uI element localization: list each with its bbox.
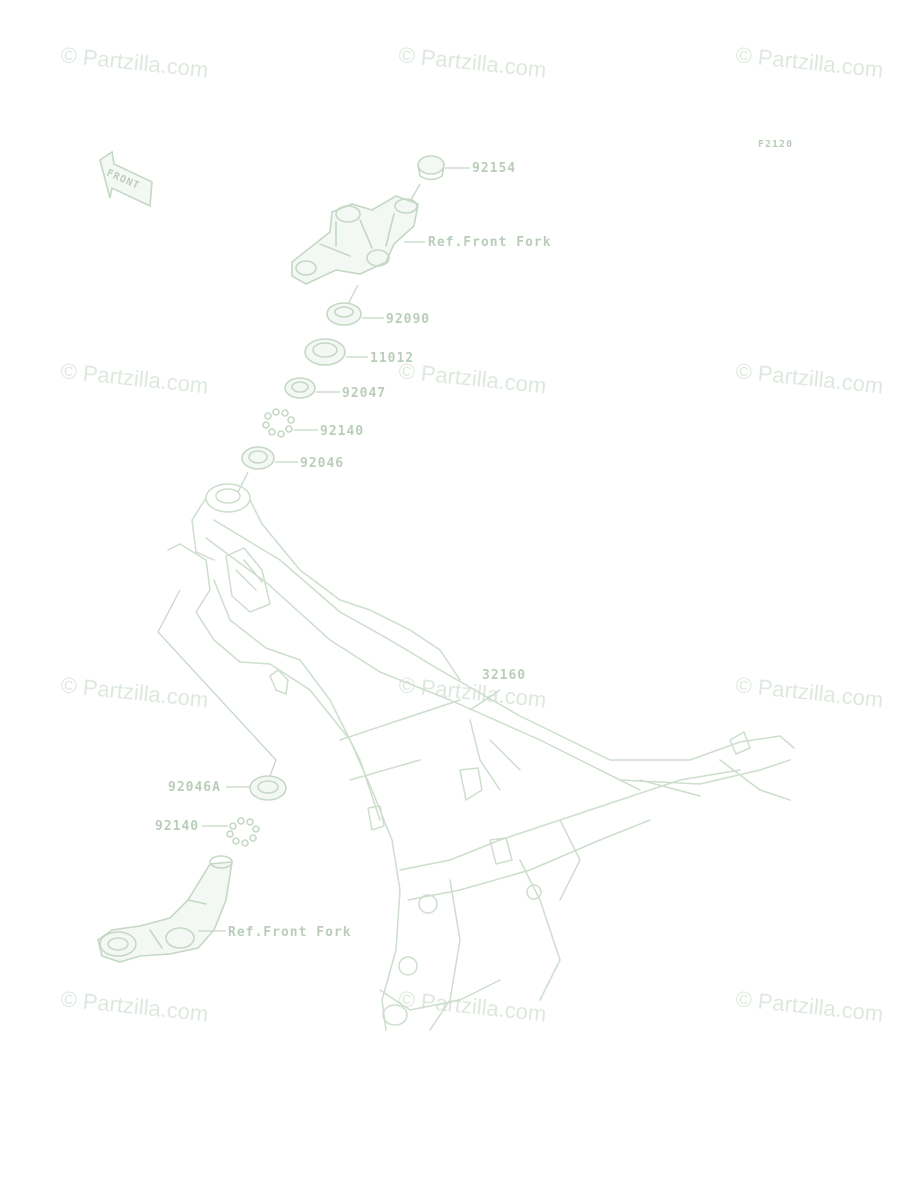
watermark: © Partzilla.com xyxy=(397,358,547,398)
callout-92047[interactable]: 92047 xyxy=(342,386,386,401)
watermark: © Partzilla.com xyxy=(59,358,209,398)
main-frame-32160 xyxy=(167,483,795,1031)
callout-92154[interactable]: 92154 xyxy=(472,161,516,176)
callout-ref-front-fork-top[interactable]: Ref.Front Fork xyxy=(428,235,552,250)
watermark: © Partzilla.com xyxy=(734,986,884,1026)
watermark: © Partzilla.com xyxy=(734,358,884,398)
cap-92154 xyxy=(417,155,445,175)
watermark: © Partzilla.com xyxy=(59,986,209,1026)
watermark-layer: © Partzilla.com © Partzilla.com © Partzi… xyxy=(59,42,884,1026)
callout-92046[interactable]: 92046 xyxy=(300,456,344,471)
race-92046A xyxy=(249,775,287,801)
callout-92090[interactable]: 92090 xyxy=(386,312,430,327)
watermark: © Partzilla.com xyxy=(734,42,884,82)
watermark: © Partzilla.com xyxy=(59,42,209,82)
washer-92090 xyxy=(326,302,362,326)
diagram-code: F2120 xyxy=(758,139,793,150)
steering-stem xyxy=(97,861,233,963)
watermark: © Partzilla.com xyxy=(397,42,547,82)
upper-triple-clamp xyxy=(291,195,419,285)
ball-bearings-92140-top xyxy=(262,408,295,438)
front-direction-arrow: FRONT xyxy=(99,150,153,208)
watermark: © Partzilla.com xyxy=(734,672,884,712)
watermark: © Partzilla.com xyxy=(397,986,547,1026)
race-92047 xyxy=(284,377,316,399)
watermark: © Partzilla.com xyxy=(59,672,209,712)
race-92046 xyxy=(241,446,275,470)
upper-steering-assembly xyxy=(237,155,470,493)
callout-labels: 92154 Ref.Front Fork 92090 11012 92047 9… xyxy=(155,161,552,940)
callout-92046A[interactable]: 92046A xyxy=(168,780,221,795)
lower-steering-assembly xyxy=(97,775,287,963)
ball-bearings-92140-bottom xyxy=(226,817,260,847)
callout-32160[interactable]: 32160 xyxy=(482,668,526,683)
callout-92140-top[interactable]: 92140 xyxy=(320,424,364,439)
callout-11012[interactable]: 11012 xyxy=(370,351,414,366)
callout-92140-bottom[interactable]: 92140 xyxy=(155,819,199,834)
callout-ref-front-fork-bottom[interactable]: Ref.Front Fork xyxy=(228,925,352,940)
